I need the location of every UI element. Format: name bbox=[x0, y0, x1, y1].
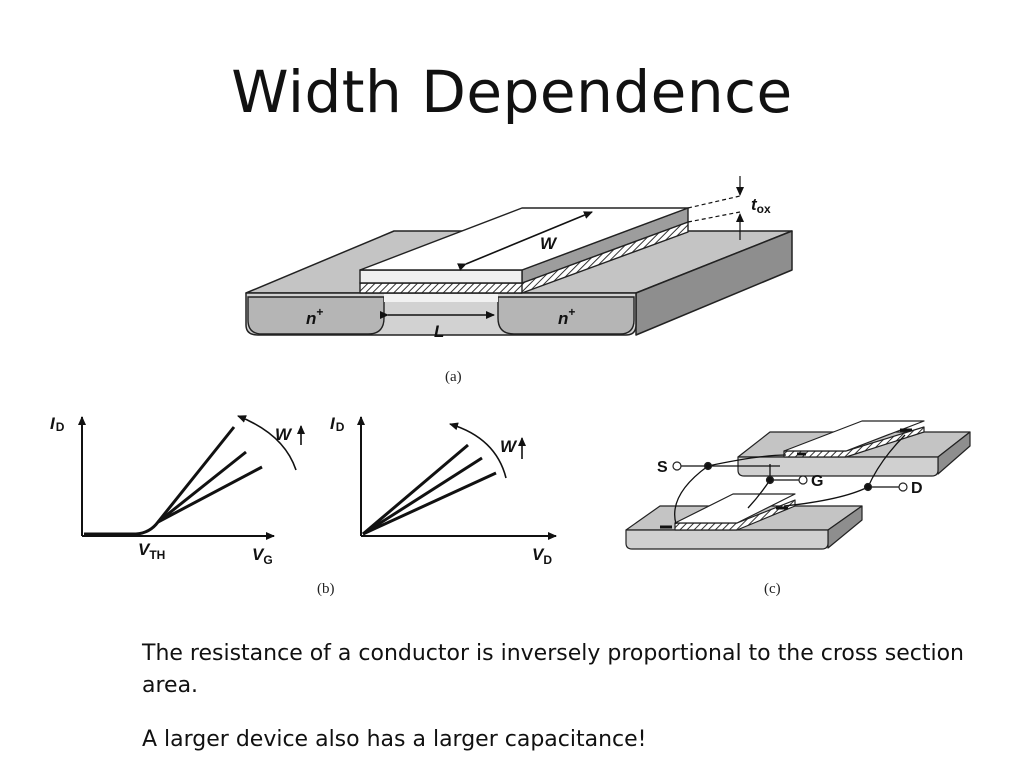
drain-terminal bbox=[898, 482, 908, 492]
id-curves bbox=[84, 426, 263, 536]
slide-title: Width Dependence bbox=[231, 58, 793, 126]
body-paragraph-capacitance: A larger device also has a larger capaci… bbox=[142, 727, 647, 752]
mosfet-width-figure: W L n+ n+ tox (a) ID VG VTH W bbox=[50, 176, 971, 597]
width-trend-arrow bbox=[449, 422, 507, 479]
body-paragraph-resistance: The resistance of a conductor is inverse… bbox=[142, 641, 964, 698]
id-axis-label: ID bbox=[330, 414, 345, 434]
length-label: L bbox=[434, 322, 444, 341]
gate-label: G bbox=[811, 473, 823, 490]
n-plus-wells bbox=[247, 296, 635, 335]
figure-b-left-plot: ID VG VTH W bbox=[50, 414, 305, 567]
id-lines bbox=[362, 443, 497, 536]
drain-label: D bbox=[911, 480, 923, 497]
figure-c-caption: (c) bbox=[764, 581, 781, 597]
tox-label: tox bbox=[751, 195, 771, 216]
lower-transistor bbox=[625, 493, 863, 550]
source-label: S bbox=[657, 459, 668, 476]
upper-transistor bbox=[737, 420, 971, 477]
width-trend-arrow bbox=[237, 415, 297, 471]
vth-label: VTH bbox=[138, 540, 165, 562]
n-plus-label-left: n+ bbox=[306, 305, 323, 328]
gate-terminal bbox=[798, 475, 808, 485]
figure-c-parallel-transistors bbox=[625, 420, 971, 550]
width-arrow bbox=[457, 211, 593, 271]
vg-axis-label: VG bbox=[252, 545, 273, 567]
source-terminal bbox=[672, 461, 682, 471]
figure-b-caption: (b) bbox=[317, 581, 335, 597]
oxide-thickness-marker bbox=[687, 176, 744, 240]
figure-a-caption: (a) bbox=[445, 369, 462, 385]
width-label: W bbox=[540, 234, 558, 253]
id-axis-label: ID bbox=[50, 414, 65, 434]
width-trend-label: W bbox=[500, 437, 518, 456]
figure-b-right-plot: ID VD W bbox=[330, 414, 557, 567]
n-plus-label-right: n+ bbox=[558, 305, 575, 328]
figure-a-transistor: W L n+ n+ tox (a) bbox=[245, 176, 793, 385]
channel-region bbox=[384, 294, 498, 302]
width-trend-label: W bbox=[275, 425, 293, 444]
interconnect-wires bbox=[674, 434, 906, 525]
vd-axis-label: VD bbox=[532, 545, 552, 567]
